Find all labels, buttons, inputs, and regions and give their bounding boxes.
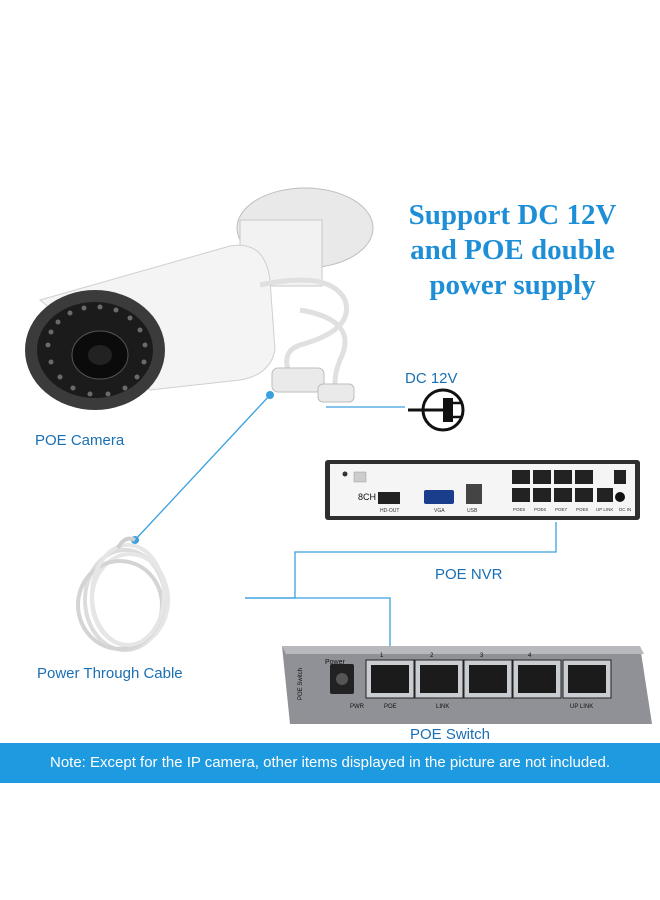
headline-line-1: Support DC 12V (408, 199, 617, 231)
headline: Support DC 12V and POE double power supp… (375, 198, 650, 303)
switch-vertical-label: POE Switch (298, 668, 304, 700)
camera-to-cable-line (134, 394, 271, 541)
nvr-port-label-usb: USB (467, 508, 478, 514)
switch-ports (365, 659, 612, 699)
nvr-port-label-dcin: DC IN (619, 507, 631, 512)
poe-nvr-label: POE NVR (435, 566, 503, 583)
switch-power-text: Power (325, 659, 346, 666)
note-text: Note: Except for the IP camera, other it… (49, 754, 611, 771)
nvr-port-label-hdout: HD-OUT (380, 508, 399, 514)
connector-lines (134, 394, 557, 660)
nvr-poe-ports (512, 470, 613, 502)
poe-camera-label: POE Camera (35, 432, 125, 449)
power-cable-image (76, 536, 170, 652)
nvr-channels-text: 8CH (358, 492, 376, 502)
nvr-port-label-vga: VGA (434, 508, 445, 514)
nvr-port-label-poe5: POE5 (513, 507, 526, 512)
note-bar (0, 743, 660, 783)
switch-port-number-3: 3 (480, 653, 484, 659)
nvr-port-label-poe6: POE6 (534, 507, 547, 512)
switch-link-text: LINK (436, 704, 449, 710)
rj45-connector (271, 367, 355, 403)
switch-poe-text: POE (384, 704, 397, 710)
nvr-port-label-poe7: POE7 (555, 507, 568, 512)
dc-plug-icon (408, 388, 465, 432)
poe-nvr-image: 8CH HD-OUT VGA USB POE5 POE6 POE7 POE8 U… (325, 460, 640, 520)
nvr-port-label-uplink: UP LINK (596, 507, 613, 512)
switch-port-number-1: 1 (380, 653, 384, 659)
switch-port-number-4: 4 (528, 653, 532, 659)
poe-switch-label: POE Switch (410, 726, 491, 743)
nvr-link-line (245, 522, 557, 599)
switch-uplink-text: UP LINK (570, 704, 593, 710)
switch-link-line (245, 597, 391, 660)
dc-12v-label: DC 12V (405, 370, 458, 387)
headline-line-3: power supply (429, 269, 596, 301)
poe-switch-image: Power PWR POE LINK UP LINK 2 3 4 1 POE S… (282, 646, 652, 724)
poe-camera-image (25, 244, 276, 410)
headline-line-2: and POE double (410, 234, 615, 266)
power-cable-label: Power Through Cable (37, 665, 183, 682)
switch-port-number-2: 2 (430, 653, 434, 659)
switch-pwr-text: PWR (350, 704, 365, 710)
nvr-port-label-poe8: POE8 (576, 507, 589, 512)
